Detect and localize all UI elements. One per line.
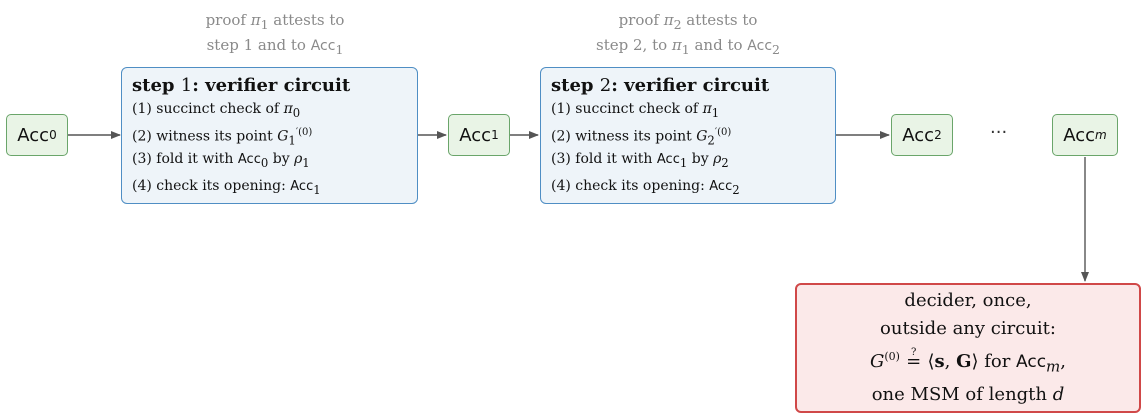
step2-line-2: (2) witness its point G2′(0) [551,126,732,148]
step2-title: step 2: verifier circuit [551,75,770,96]
step2-verifier-box: step 2: verifier circuit (1) succinct ch… [540,67,836,204]
caption-step2-line2: step 2, to π1 and to Acc2 [596,36,780,57]
decider-line-3: G(0) ?= ⟨s, G⟩ for Accm, [869,347,1067,376]
decider-line-4: one MSM of length d [871,383,1065,405]
caption-step2: proof π2 attests to step 2, to π1 and to… [573,10,803,60]
step1-line-3: (3) fold it with Acc0 by ρ1 [132,151,310,171]
decider-line-1: decider, once, [904,290,1032,312]
ellipsis: ··· [990,122,1008,143]
step1-verifier-box: step 1: verifier circuit (1) succinct ch… [121,67,418,204]
step2-line-4: (4) check its opening: Acc2 [551,178,740,197]
step2-line-1: (1) succinct check of π1 [551,101,720,120]
step1-line-2: (2) witness its point G1′(0) [132,126,313,148]
step1-line-1: (1) succinct check of π0 [132,101,301,120]
step2-line-3: (3) fold it with Acc1 by ρ2 [551,151,729,171]
step1-line-4: (4) check its opening: Acc1 [132,178,321,197]
question-equals-symbol: ?= [906,347,922,373]
caption-step1-line2: step 1 and to Acc1 [206,36,344,57]
caption-step1: proof π1 attests to step 1 and to Acc1 [170,10,380,60]
caption-step2-line1: proof π2 attests to [618,11,758,32]
step1-title: step 1: verifier circuit [132,75,351,96]
decider-line-2: outside any circuit: [880,318,1056,340]
decider-box: decider, once, outside any circuit: G(0)… [795,283,1141,413]
caption-step1-line1: proof π1 attests to [205,11,345,32]
